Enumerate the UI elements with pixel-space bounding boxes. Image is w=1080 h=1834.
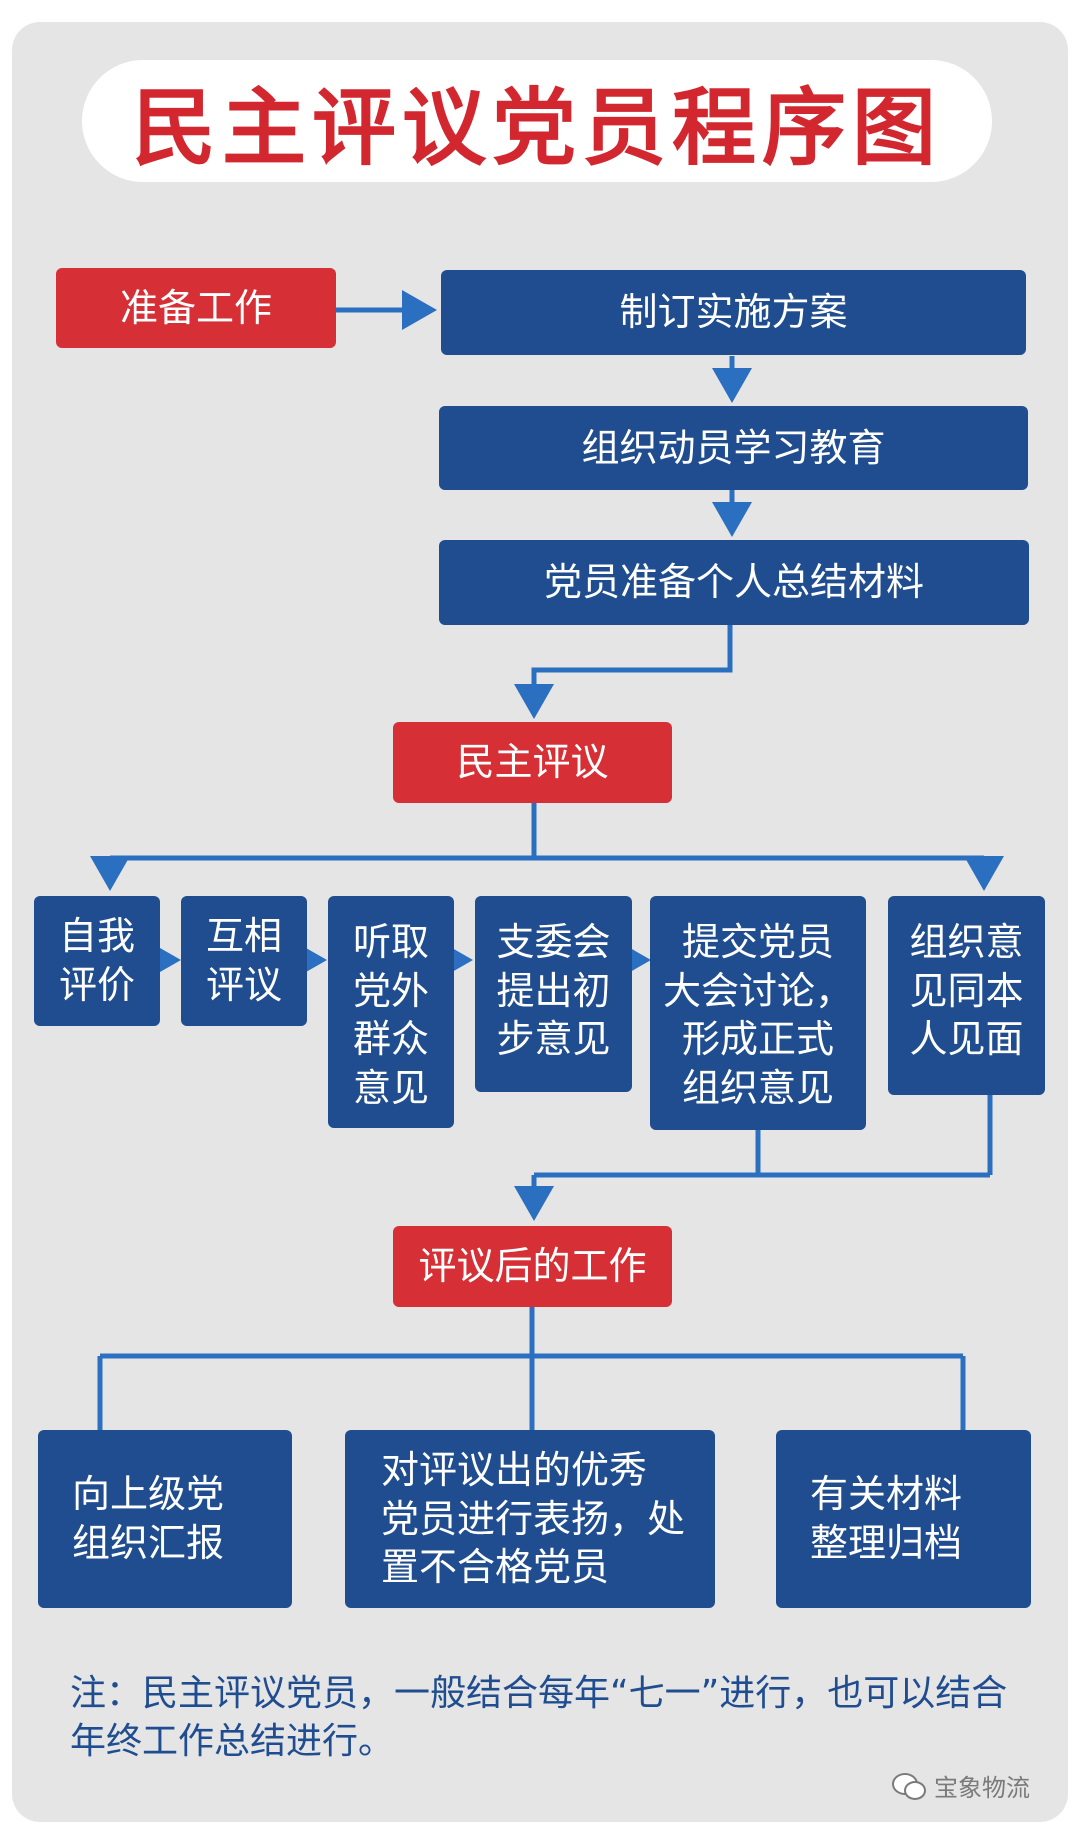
- node-mass-opinion: 听取 党外 群众 意见: [328, 896, 454, 1128]
- watermark-text: 宝象物流: [934, 1774, 1030, 1802]
- node-assembly: 提交党员 大会讨论， 形成正式 组织意见: [650, 896, 866, 1130]
- wechat-icon: [892, 1772, 926, 1800]
- node-after: 评议后的工作: [393, 1226, 672, 1307]
- node-meeting: 组织意 见同本 人见面: [888, 896, 1045, 1095]
- node-plan: 制订实施方案: [441, 270, 1026, 355]
- node-self-eval: 自我 评价: [34, 896, 160, 1026]
- watermark: 宝象物流: [892, 1768, 1030, 1803]
- node-report: 向上级党 组织汇报: [38, 1430, 292, 1608]
- node-mobilize: 组织动员学习教育: [439, 406, 1028, 490]
- node-commend: 对评议出的优秀 党员进行表扬，处 置不合格党员: [345, 1430, 715, 1608]
- node-archive: 有关材料 整理归档: [776, 1430, 1031, 1608]
- node-review: 民主评议: [393, 722, 672, 803]
- node-committee: 支委会 提出初 步意见: [475, 896, 632, 1092]
- footnote: 注：民主评议党员，一般结合每年“七一”进行，也可以结合 年终工作总结进行。: [70, 1673, 1008, 1762]
- arrow-summary-to-review: [514, 625, 733, 719]
- page-title: 民主评议党员程序图: [131, 78, 942, 177]
- node-mutual-eval: 互相 评议: [181, 896, 307, 1026]
- title-banner: 民主评议党员程序图: [82, 60, 992, 182]
- node-summary: 党员准备个人总结材料: [439, 540, 1029, 625]
- node-prep: 准备工作: [56, 268, 336, 348]
